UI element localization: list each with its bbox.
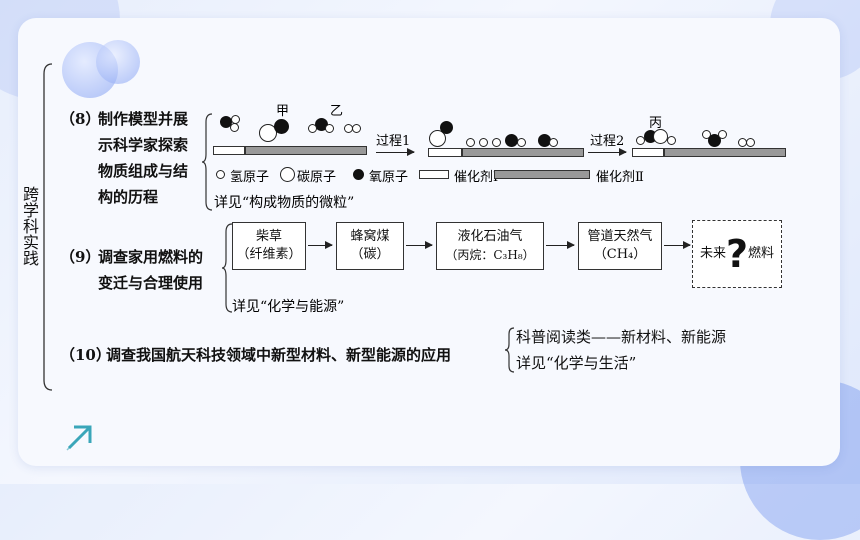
process1-arrow: [376, 148, 415, 156]
hydrogen-atom: [230, 123, 239, 132]
item9-line-2: 变迁与合理使用: [98, 274, 204, 292]
label-bing: 丙: [649, 116, 663, 131]
item10-number: （10）: [60, 346, 111, 364]
hydrogen-atom: [746, 138, 755, 147]
catalyst-bar-right: [462, 148, 584, 157]
label-yi: 乙: [330, 104, 344, 119]
hydrogen-atom: [352, 124, 361, 133]
future-fuel-box: 未来 ? 燃料: [692, 220, 782, 288]
fuel-name: 管道天然气: [587, 229, 653, 244]
future-left: 未来: [699, 246, 726, 261]
carbon-atom: [259, 124, 277, 142]
carbon-atom: [429, 130, 446, 147]
fuel-arrow-2: [406, 241, 433, 249]
hydrogen-atom: [231, 115, 240, 124]
hydrogen-atom: [308, 124, 317, 133]
item8-line-4: 构的历程: [98, 188, 159, 206]
oxygen-atom: [505, 134, 518, 147]
fuel-sub: （纤维素）: [236, 247, 302, 262]
oxygen-atom: [440, 121, 453, 134]
legend-catalyst1: 催化剂Ⅰ: [454, 170, 499, 185]
fuel-name: 液化石油气: [457, 229, 523, 244]
fuel-name: 蜂窝煤: [350, 229, 390, 244]
catalyst-bar-right: [245, 146, 367, 155]
item9-line-1: 调查家用燃料的: [98, 248, 204, 266]
hydrogen-atom: [517, 138, 526, 147]
item8-number: （8）: [60, 110, 101, 128]
hydrogen-atom: [667, 136, 676, 145]
legend-catalyst2-swatch: [494, 170, 590, 179]
hydrogen-atom: [466, 138, 475, 147]
oxygen-atom: [708, 134, 721, 147]
process2-label: 过程2: [590, 134, 625, 149]
item8-brace: [202, 113, 213, 211]
fuel-arrow-4: [664, 241, 691, 249]
legend-oxygen: 氧原子: [369, 170, 409, 185]
item8-see: 详见“构成物质的微粒”: [214, 195, 355, 211]
expand-arrow-icon[interactable]: [64, 420, 98, 454]
item10-branch-2: 详见“化学与生活”: [516, 354, 637, 372]
legend-catalyst2: 催化剂Ⅱ: [596, 170, 644, 185]
question-mark-icon: ?: [725, 232, 749, 276]
fuel-sub: （碳）: [350, 247, 390, 262]
item8-line-1: 制作模型并展: [98, 110, 189, 128]
catalyst-bar-left: [213, 146, 245, 155]
legend-carbon-icon: [280, 167, 295, 182]
future-right: 燃料: [748, 246, 775, 261]
legend-oxygen-icon: [353, 169, 364, 180]
item10-text: 调查我国航天科技领域中新型材料、新型能源的应用: [106, 346, 452, 364]
hydrogen-atom: [325, 124, 334, 133]
item9-number: （9）: [60, 248, 101, 266]
carbon-atom: [653, 129, 668, 144]
hydrogen-atom: [718, 130, 727, 139]
fuel-sub: （丙烷：C₃H₈）: [445, 248, 535, 262]
label-jia: 甲: [276, 104, 290, 119]
item8-line-3: 物质组成与结: [98, 162, 189, 180]
item10-brace: [504, 327, 515, 373]
oxygen-atom: [274, 119, 289, 134]
fuel-sub: （CH₄）: [593, 247, 647, 262]
fuel-box-1: 柴草 （纤维素）: [232, 222, 306, 270]
hydrogen-atom: [492, 138, 501, 147]
decor-circle-2: [96, 40, 140, 84]
fuel-box-2: 蜂窝煤 （碳）: [336, 222, 404, 270]
side-label: 跨学科实践: [20, 186, 40, 266]
legend-hydrogen: 氢原子: [230, 170, 270, 185]
catalyst-bar-left: [428, 148, 462, 157]
catalyst-bar-right: [664, 148, 786, 157]
item9-see: 详见“化学与能源”: [232, 299, 345, 315]
fuel-arrow-3: [546, 241, 575, 249]
fuel-name: 柴草: [255, 229, 282, 244]
side-bracket: [43, 63, 53, 391]
item8-line-2: 示科学家探索: [98, 136, 189, 154]
fuel-box-3: 液化石油气 （丙烷：C₃H₈）: [436, 222, 544, 270]
hydrogen-atom: [549, 138, 558, 147]
fuel-box-4: 管道天然气 （CH₄）: [578, 222, 662, 270]
fuel-arrow-1: [308, 241, 333, 249]
hydrogen-atom: [479, 138, 488, 147]
process1-label: 过程1: [376, 134, 411, 149]
legend-carbon: 碳原子: [297, 170, 337, 185]
catalyst-bar-left: [632, 148, 664, 157]
item9-brace: [222, 223, 233, 313]
process2-arrow: [588, 148, 627, 156]
legend-hydrogen-icon: [216, 170, 225, 179]
legend-catalyst1-swatch: [419, 170, 449, 179]
item10-branch-1: 科普阅读类——新材料、新能源: [516, 328, 727, 346]
